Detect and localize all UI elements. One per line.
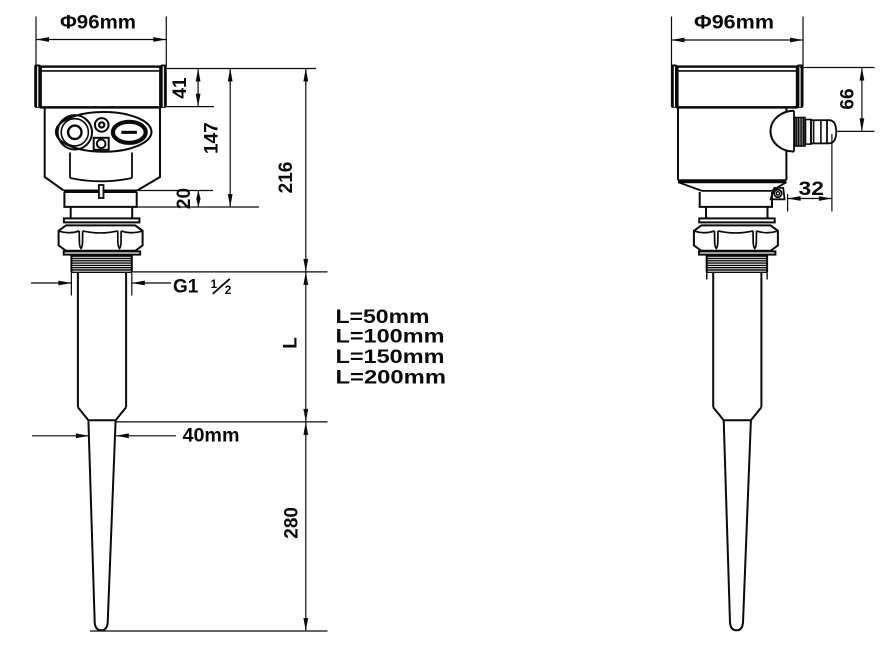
svg-text:41: 41 [170, 77, 191, 99]
svg-text:Φ96mm: Φ96mm [60, 13, 136, 34]
svg-text:216: 216 [276, 162, 297, 194]
svg-text:1: 1 [211, 277, 218, 291]
svg-text:G1: G1 [173, 276, 199, 297]
svg-text:66: 66 [838, 88, 859, 109]
svg-text:L=200mm: L=200mm [336, 367, 447, 388]
svg-text:147: 147 [202, 122, 223, 154]
svg-text:L=100mm: L=100mm [336, 326, 445, 347]
svg-text:L=50mm: L=50mm [336, 307, 430, 328]
svg-text:L: L [281, 337, 302, 349]
svg-text:40mm: 40mm [183, 426, 240, 447]
svg-text:280: 280 [282, 507, 303, 539]
svg-text:Φ96mm: Φ96mm [694, 13, 774, 34]
svg-text:20: 20 [174, 188, 195, 209]
svg-text:2: 2 [225, 283, 232, 297]
svg-text:32: 32 [799, 179, 825, 200]
svg-text:L=150mm: L=150mm [336, 347, 445, 368]
